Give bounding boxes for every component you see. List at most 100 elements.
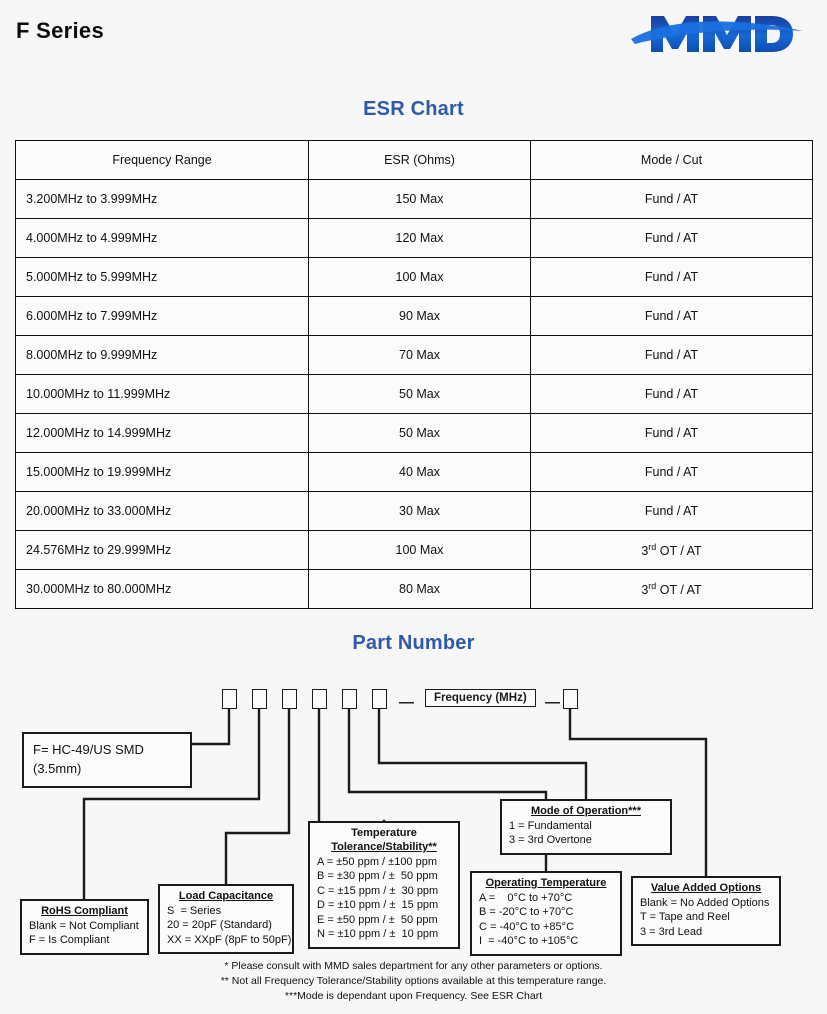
rohs-title: RoHS Compliant	[41, 905, 128, 917]
cell-mode-cut: Fund / AT	[530, 179, 813, 219]
pn-slot-6[interactable]	[372, 689, 387, 709]
pn-slot-3[interactable]	[282, 689, 297, 709]
cell-esr: 40 Max	[308, 452, 531, 492]
mmd-logo-icon	[631, 16, 803, 52]
mode-of-operation-line-2: 3 = 3rd Overtone	[509, 834, 592, 847]
cell-frequency-range: 20.000MHz to 33.000MHz	[15, 491, 309, 531]
legend-box-operating-temperature: Operating Temperature A = 0°C to +70°C B…	[470, 871, 622, 956]
legend-box-value-added-options: Value Added Options Blank = No Added Opt…	[631, 876, 781, 947]
cell-esr: 120 Max	[308, 218, 531, 258]
operating-temperature-line-4: I = -40°C to +105°C	[479, 935, 579, 948]
legend-box-temperature-tolerance: Temperature Tolerance/Stability** A = ±5…	[308, 821, 460, 949]
legend-box-load-capacitance: Load Capacitance S = Series 20 = 20pF (S…	[158, 884, 294, 955]
cell-mode-cut: Fund / AT	[530, 374, 813, 414]
value-added-options-line-3: 3 = 3rd Lead	[640, 925, 703, 938]
rohs-line-2: F = Is Compliant	[29, 934, 110, 947]
cell-esr: 100 Max	[308, 530, 531, 570]
cell-esr: 150 Max	[308, 179, 531, 219]
cell-frequency-range: 24.576MHz to 29.999MHz	[15, 530, 309, 570]
value-added-options-title: Value Added Options	[650, 882, 762, 894]
mode-of-operation-line-1: 1 = Fundamental	[509, 819, 592, 832]
cell-mode-cut: Fund / AT	[530, 335, 813, 375]
pn-dash-2: —	[545, 694, 560, 711]
leader-lines	[82, 707, 708, 901]
cell-esr: 30 Max	[308, 491, 531, 531]
package-line-2: (3.5mm)	[33, 760, 82, 776]
operating-temperature-title: Operating Temperature	[485, 877, 607, 889]
cell-frequency-range: 15.000MHz to 19.999MHz	[15, 452, 309, 492]
legend-box-mode-of-operation: Mode of Operation*** 1 = Fundamental 3 =…	[500, 799, 672, 855]
cell-frequency-range: 5.000MHz to 5.999MHz	[15, 257, 309, 297]
part-number-title: Part Number	[352, 632, 475, 654]
footnote-2: ** Not all Frequency Tolerance/Stability…	[220, 975, 607, 988]
cell-esr: 80 Max	[308, 569, 531, 609]
page-title: F Series	[16, 18, 105, 43]
cell-frequency-range: 4.000MHz to 4.999MHz	[15, 218, 309, 258]
temperature-tolerance-line-1: A = ±50 ppm / ±100 ppm	[317, 855, 438, 868]
cell-frequency-range: 3.200MHz to 3.999MHz	[15, 179, 309, 219]
temperature-tolerance-line-2: B = ±30 ppm / ± 50 ppm	[317, 870, 438, 883]
pn-slot-1[interactable]	[222, 689, 237, 709]
pn-frequency-field[interactable]: Frequency (MHz)	[425, 689, 536, 707]
cell-mode-cut: 3rd OT / AT	[530, 569, 813, 609]
column-header-mode-cut: Mode / Cut	[530, 140, 813, 180]
footnote-3: ***Mode is dependant upon Frequency. See…	[284, 990, 543, 1003]
table-header-row: Frequency Range ESR (Ohms) Mode / Cut	[15, 140, 813, 180]
cell-frequency-range: 12.000MHz to 14.999MHz	[15, 413, 309, 453]
load-capacitance-title: Load Capacitance	[178, 890, 274, 902]
esr-chart-title: ESR Chart	[363, 98, 464, 120]
cell-esr: 100 Max	[308, 257, 531, 297]
esr-chart-table: Frequency Range ESR (Ohms) Mode / Cut 3.…	[15, 140, 813, 609]
rohs-line-1: Blank = Not Compliant	[29, 919, 139, 932]
load-capacitance-line-3: XX = XXpF (8pF to 50pF)	[167, 933, 292, 946]
cell-mode-cut: Fund / AT	[530, 452, 813, 492]
footnotes: * Please consult with MMD sales departme…	[0, 959, 827, 1005]
temperature-tolerance-line-5: E = ±50 ppm / ± 50 ppm	[317, 913, 438, 926]
temperature-tolerance-line-4: D = ±10 ppm / ± 15 ppm	[317, 899, 439, 912]
cell-mode-cut: Fund / AT	[530, 218, 813, 258]
temperature-tolerance-line-3: C = ±15 ppm / ± 30 ppm	[317, 884, 439, 897]
cell-mode-cut: 3rd OT / AT	[530, 530, 813, 570]
cell-mode-cut: Fund / AT	[530, 491, 813, 531]
pn-slot-4[interactable]	[312, 689, 327, 709]
cell-frequency-range: 30.000MHz to 80.000MHz	[15, 569, 309, 609]
temperature-tolerance-title-line-2: Tolerance/Stability**	[331, 840, 437, 853]
load-capacitance-line-2: 20 = 20pF (Standard)	[167, 919, 272, 932]
cell-esr: 50 Max	[308, 374, 531, 414]
operating-temperature-line-3: C = -40°C to +85°C	[479, 920, 575, 933]
value-added-options-line-1: Blank = No Added Options	[640, 896, 770, 909]
pn-slot-last[interactable]	[563, 689, 578, 709]
cell-esr: 50 Max	[308, 413, 531, 453]
legend-box-rohs-compliant: RoHS Compliant Blank = Not Compliant F =…	[20, 899, 149, 955]
pn-slot-2[interactable]	[252, 689, 267, 709]
cell-frequency-range: 8.000MHz to 9.999MHz	[15, 335, 309, 375]
cell-esr: 70 Max	[308, 335, 531, 375]
cell-frequency-range: 6.000MHz to 7.999MHz	[15, 296, 309, 336]
footnote-1: * Please consult with MMD sales departme…	[224, 960, 603, 972]
package-line-1: F= HC-49/US SMD	[33, 742, 144, 757]
temperature-tolerance-title-line-1: Temperature	[351, 827, 417, 839]
cell-mode-cut: Fund / AT	[530, 413, 813, 453]
cell-mode-cut: Fund / AT	[530, 257, 813, 297]
mode-of-operation-title: Mode of Operation***	[530, 805, 641, 817]
legend-box-package: F= HC-49/US SMD (3.5mm)	[22, 732, 192, 788]
load-capacitance-line-1: S = Series	[167, 904, 222, 917]
cell-frequency-range: 10.000MHz to 11.999MHz	[15, 374, 309, 414]
operating-temperature-line-1: A = 0°C to +70°C	[479, 891, 573, 904]
part-number-diagram: — Frequency (MHz) — F= HC-49/US SMD (3.5…	[0, 660, 827, 1014]
operating-temperature-line-2: B = -20°C to +70°C	[479, 906, 574, 919]
cell-esr: 90 Max	[308, 296, 531, 336]
pn-slot-5[interactable]	[342, 689, 357, 709]
cell-mode-cut: Fund / AT	[530, 296, 813, 336]
value-added-options-line-2: T = Tape and Reel	[640, 911, 730, 924]
